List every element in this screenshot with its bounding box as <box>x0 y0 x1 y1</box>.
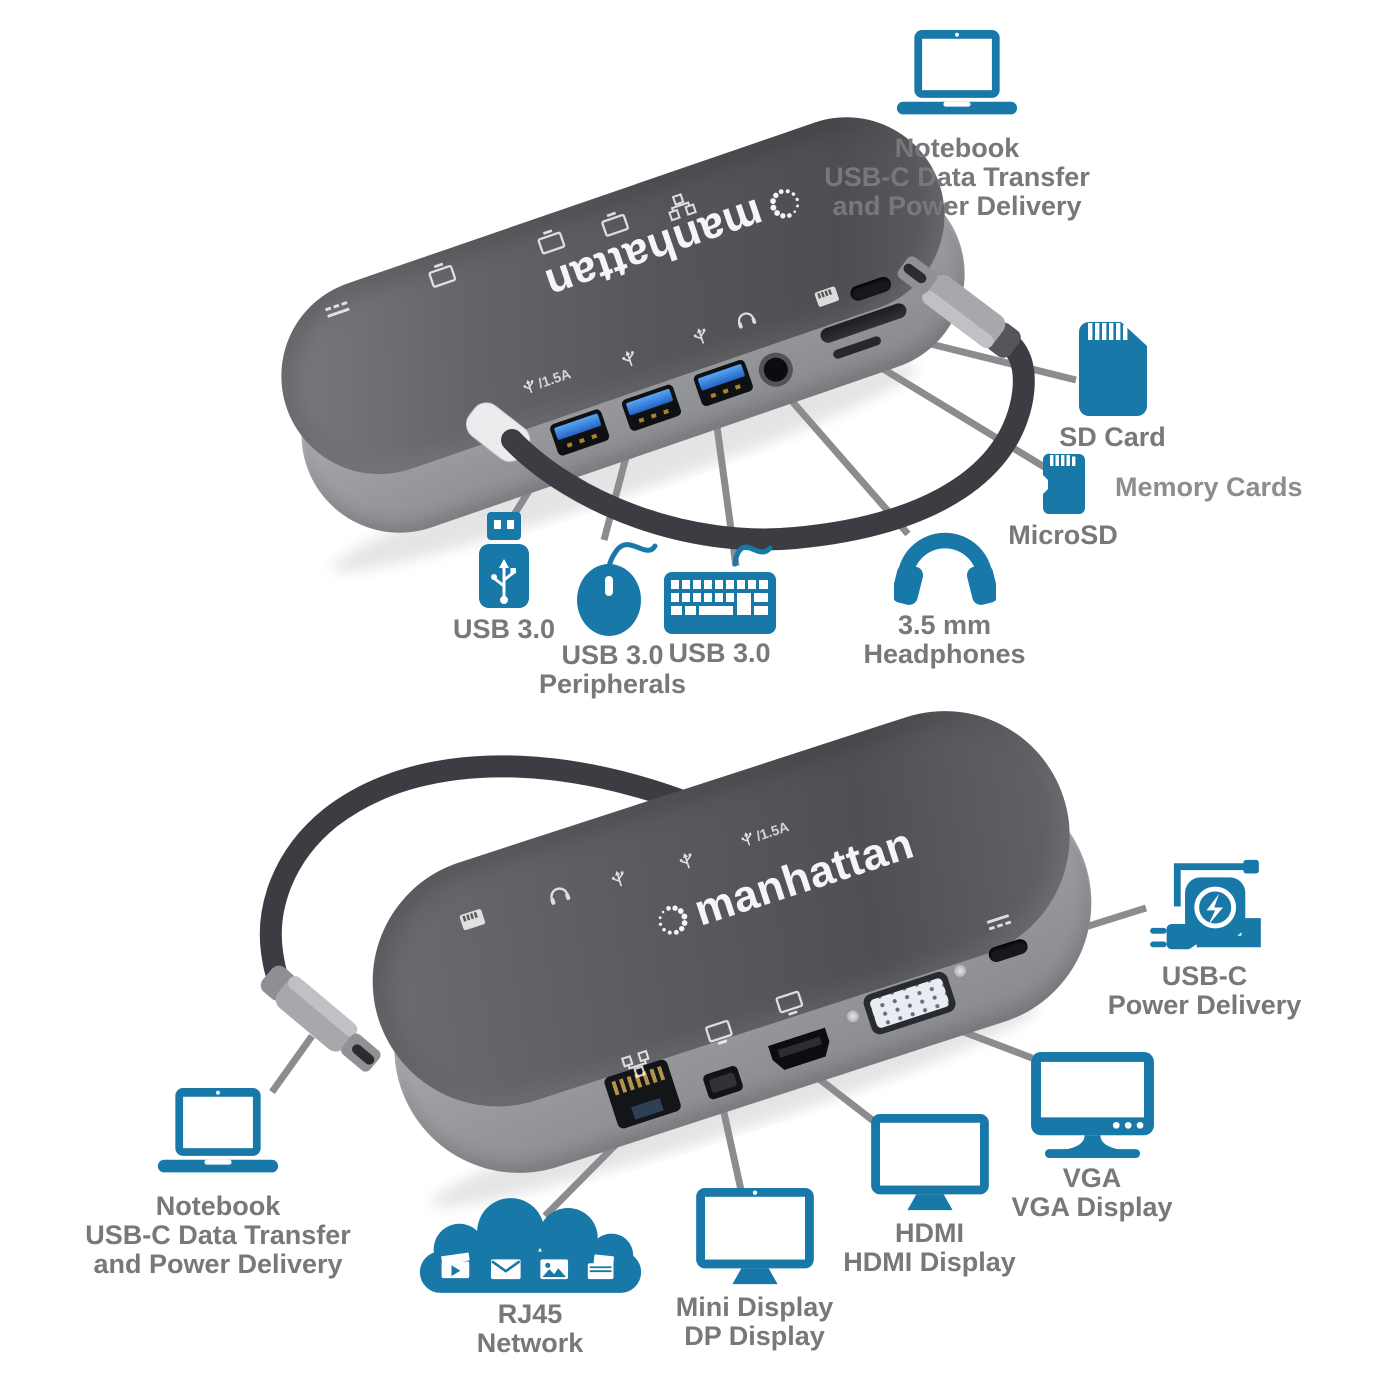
microsd-icon <box>1042 453 1085 514</box>
callout-line: USB-C Data Transfer <box>824 162 1090 193</box>
callout-line: VGA Display <box>1011 1192 1173 1223</box>
callout-line: HDMI <box>895 1218 964 1248</box>
cloud-media-icons <box>440 1252 614 1280</box>
monitor-icon <box>695 1187 814 1285</box>
usb-flash-drive-icon <box>479 512 529 608</box>
callout-line: Power Delivery <box>1107 990 1302 1021</box>
network-cloud-icon <box>419 1198 641 1293</box>
callout-line: Headphones <box>863 639 1026 670</box>
callout-line: Notebook <box>894 133 1020 163</box>
callout-mini-display: Mini Display DP Display <box>652 1186 857 1351</box>
callout-vga: VGA VGA Display <box>1002 1050 1182 1222</box>
callout-notebook-bottom: Notebook USB-C Data Transfer and Power D… <box>68 1088 368 1279</box>
vga-monitor-icon <box>1030 1051 1154 1159</box>
callout-line: Network <box>476 1328 584 1359</box>
callout-line: DP Display <box>684 1321 825 1352</box>
callout-memory-cards: Memory Cards <box>1115 472 1303 502</box>
manhattan-logo-icon <box>770 189 799 219</box>
callout-line: USB 3.0 <box>452 614 556 644</box>
callout-sd-card: SD Card <box>1035 320 1190 452</box>
callout-rj45-network: RJ45 Network <box>400 1198 660 1358</box>
callout-line: and Power Delivery <box>832 191 1082 222</box>
callout-line: and Power Delivery <box>93 1249 343 1280</box>
notebook-icon <box>157 1088 279 1173</box>
callout-line: Mini Display <box>675 1292 834 1322</box>
notebook-icon <box>896 30 1018 115</box>
power-adapter-icon <box>1150 859 1261 950</box>
callout-line: VGA <box>1062 1163 1122 1193</box>
callout-line: RJ45 <box>497 1299 563 1329</box>
callout-line: SD Card <box>1059 422 1166 452</box>
manhattan-logo: manhattan <box>539 174 811 309</box>
callout-line: Notebook <box>155 1191 281 1221</box>
callout-line: 3.5 mm <box>897 610 992 640</box>
monitor-icon <box>870 1113 989 1211</box>
callout-line: Peripherals <box>538 669 687 700</box>
callout-hdmi: HDMI HDMI Display <box>842 1112 1017 1277</box>
keyboard-icon <box>663 544 776 634</box>
callout-line: HDMI Display <box>843 1247 1016 1278</box>
dock-top-view: manhattan /1.5A <box>254 90 992 560</box>
callout-line: USB 3.0 <box>561 640 664 670</box>
callout-line: USB-C <box>1161 961 1248 991</box>
sd-card-icon <box>1078 322 1147 416</box>
callout-usbc-power: USB-C Power Delivery <box>1092 856 1317 1020</box>
callout-line: USB 3.0 <box>668 638 771 668</box>
leader-notebook-bottom <box>269 1033 315 1095</box>
callout-headphones: 3.5 mm Headphones <box>862 520 1027 669</box>
callout-usb-peripherals: USB 3.0 Peripherals <box>525 536 700 699</box>
callout-notebook-top: Notebook USB-C Data Transfer and Power D… <box>792 30 1122 221</box>
callout-line: USB-C Data Transfer <box>85 1220 351 1251</box>
headphones-icon <box>893 532 996 605</box>
callout-usb-keyboard: USB 3.0 <box>642 540 797 668</box>
